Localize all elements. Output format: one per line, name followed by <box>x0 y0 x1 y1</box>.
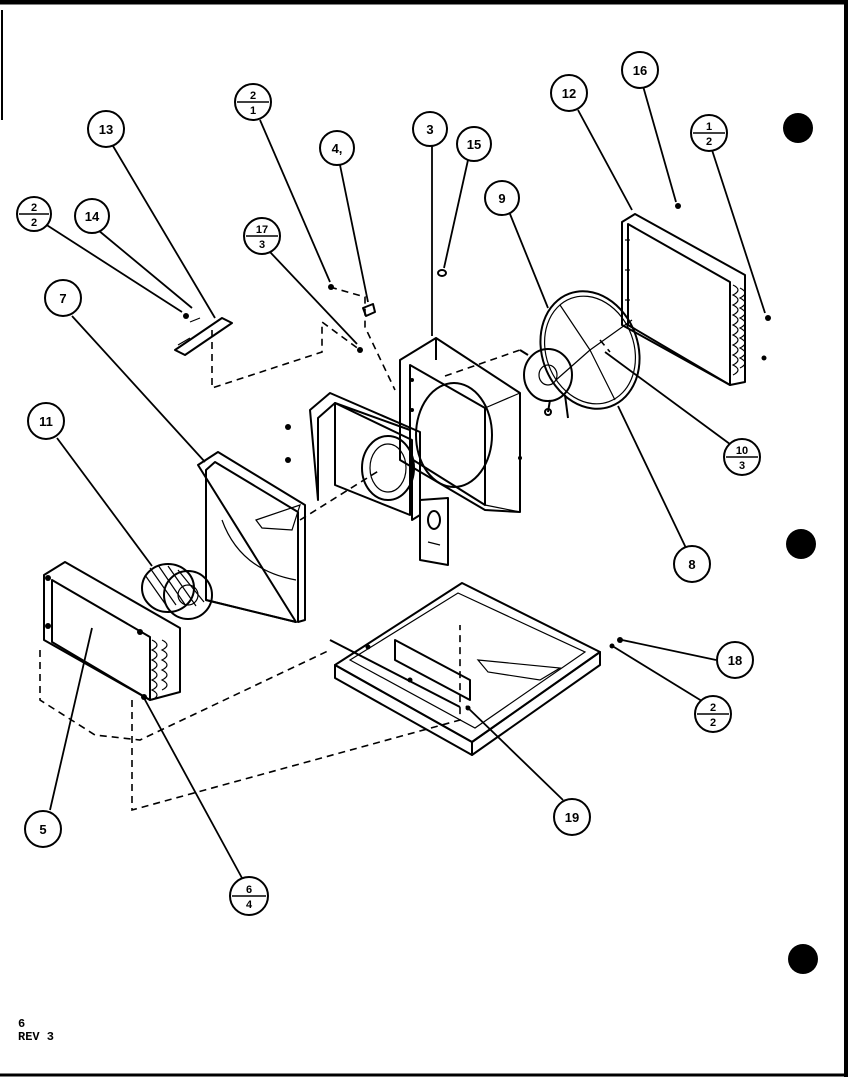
blower-scroll-housing <box>197 451 306 623</box>
svg-text:8: 8 <box>688 557 695 572</box>
svg-text:10: 10 <box>736 445 748 457</box>
svg-text:3: 3 <box>259 239 265 251</box>
svg-text:3: 3 <box>739 460 745 472</box>
svg-text:19: 19 <box>565 810 579 825</box>
condenser-fan-blade <box>539 290 641 410</box>
page-footer: 6 REV 3 <box>18 1018 54 1044</box>
svg-text:2: 2 <box>31 217 37 229</box>
callout-1-over-2: 12 <box>690 114 728 152</box>
svg-text:4: 4 <box>246 899 253 911</box>
svg-text:13: 13 <box>99 122 113 137</box>
callout-16: 16 <box>621 51 659 89</box>
callout-5: 5 <box>24 810 62 848</box>
callout-10-over-3: 103 <box>723 438 761 476</box>
svg-text:9: 9 <box>498 191 505 206</box>
condenser-shroud <box>399 337 522 513</box>
callout-14: 14 <box>74 198 110 234</box>
condenser-coil <box>621 213 746 386</box>
svg-text:2: 2 <box>706 136 712 148</box>
svg-text:2: 2 <box>710 702 716 714</box>
svg-text:17: 17 <box>256 224 268 236</box>
svg-text:2: 2 <box>250 90 256 102</box>
svg-text:2: 2 <box>31 202 37 214</box>
callout-13: 13 <box>87 110 125 148</box>
evaporator-coil <box>43 561 181 701</box>
mounting-bracket <box>174 313 233 356</box>
callout-7: 7 <box>44 279 82 317</box>
page-number: 6 <box>18 1017 26 1031</box>
svg-text:16: 16 <box>633 63 647 78</box>
callout-3: 3 <box>412 111 448 147</box>
svg-text:15: 15 <box>467 137 481 152</box>
svg-text:6: 6 <box>246 884 252 896</box>
callout-9: 9 <box>484 180 520 216</box>
svg-text:7: 7 <box>59 291 66 306</box>
callout-2-over-1: 21 <box>234 83 272 121</box>
divider-panel <box>309 392 449 566</box>
binder-hole-mark-bottom <box>788 944 818 974</box>
binder-hole-mark-middle <box>786 529 816 559</box>
leader-lines <box>41 85 766 879</box>
svg-text:3: 3 <box>426 122 433 137</box>
callout-11: 11 <box>27 402 65 440</box>
svg-text:18: 18 <box>728 653 742 668</box>
callout-2-over-2-base: 22 <box>694 695 732 733</box>
callout-15: 15 <box>456 126 492 162</box>
callout-12: 12 <box>550 74 588 112</box>
base-pan <box>329 582 601 756</box>
svg-text:1: 1 <box>706 121 712 133</box>
revision-label: REV 3 <box>18 1030 55 1044</box>
svg-text:12: 12 <box>562 86 576 101</box>
svg-text:11: 11 <box>39 414 53 429</box>
callout-4: 4, <box>319 130 355 166</box>
assembly-guide-lines <box>39 286 611 812</box>
binder-hole-mark-top <box>783 113 813 143</box>
callout-6-over-4: 64 <box>229 876 269 916</box>
callout-17-over-3: 173 <box>243 217 281 255</box>
svg-text:5: 5 <box>39 822 46 837</box>
callout-18: 18 <box>716 641 754 679</box>
svg-text:2: 2 <box>710 717 716 729</box>
callout-19: 19 <box>553 798 591 836</box>
callout-8: 8 <box>673 545 711 583</box>
fan-motor <box>519 348 573 419</box>
screws <box>285 203 771 649</box>
svg-text:1: 1 <box>250 105 256 117</box>
svg-text:14: 14 <box>85 209 100 224</box>
blower-wheel <box>141 563 213 620</box>
callout-2-over-2-bracket: 22 <box>16 196 52 232</box>
svg-text:4,: 4, <box>332 141 343 156</box>
